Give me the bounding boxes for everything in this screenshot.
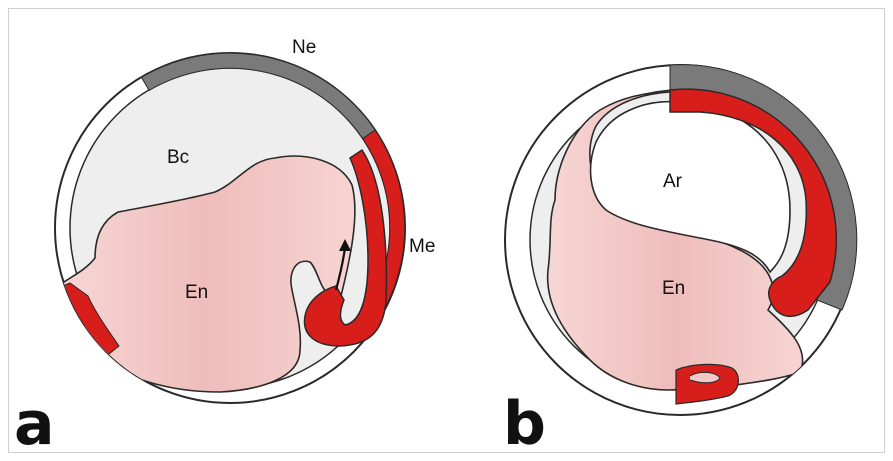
label-en-a: En [185,282,208,303]
panel-a: Ne Bc En Me a [14,37,435,459]
panel-b-lip-fold [690,372,720,382]
label-me: Me [409,236,435,257]
label-bc: Bc [167,147,189,168]
panel-b: Ar En b [503,65,857,459]
label-ar: Ar [663,171,683,192]
label-ne: Ne [292,37,316,58]
label-en-b: En [662,278,685,299]
panel-letter-a: a [14,389,55,459]
panel-letter-b: b [503,389,546,459]
